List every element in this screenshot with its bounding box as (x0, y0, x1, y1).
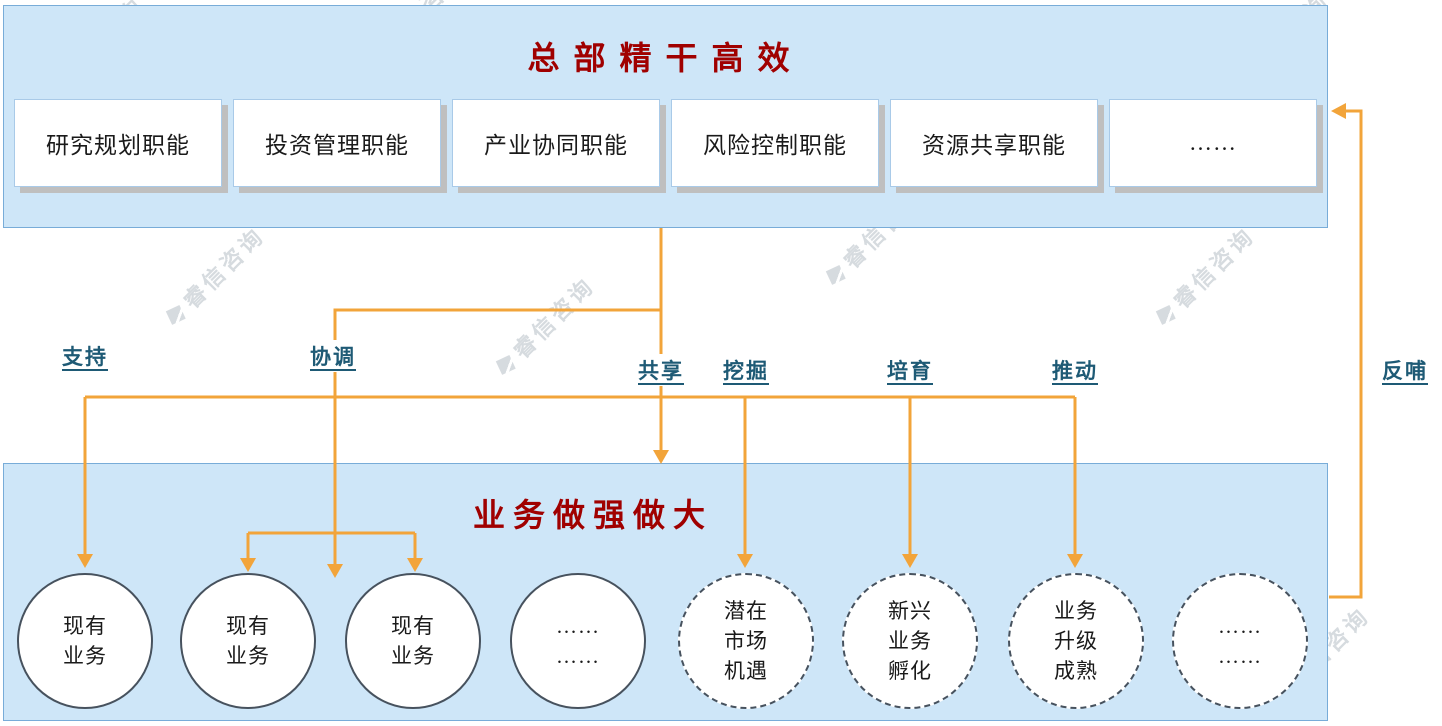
headquarters-title: 总部精干高效 (527, 40, 804, 76)
function-box-sharing: 资源共享职能 (890, 99, 1098, 187)
watermark: 睿信咨询 (1149, 219, 1261, 331)
circle-emerging-incubation: 新兴 业务 孵化 (842, 573, 978, 709)
function-box-ellipsis: …… (1109, 99, 1317, 187)
watermark-text: 睿信咨询 (1168, 222, 1260, 314)
function-box-risk: 风险控制职能 (671, 99, 879, 187)
arrowhead-trunk (653, 450, 669, 464)
circle-existing-business-3: 现有 业务 (345, 573, 481, 709)
circle-ellipsis-dashed: …… …… (1172, 573, 1308, 709)
watermark-logo-icon (825, 264, 846, 285)
function-box-synergy: 产业协同职能 (452, 99, 660, 187)
circle-ellipsis-solid: …… …… (510, 573, 646, 709)
watermark-logo-icon (165, 304, 186, 325)
headquarters-panel: 总部精干高效 研究规划职能 投资管理职能 产业协同职能 风险控制职能 资源共享职… (3, 5, 1328, 228)
watermark-text: 睿信咨询 (178, 222, 270, 314)
arrow-feedback (1329, 109, 1363, 599)
business-title: 业务做强做大 (472, 497, 714, 533)
label-share: 共享 (634, 354, 688, 386)
circle-potential-market: 潜在 市场 机遇 (678, 573, 814, 709)
watermark-logo-icon (495, 354, 516, 375)
label-mine: 挖掘 (719, 354, 773, 386)
label-support: 支持 (58, 340, 112, 372)
circle-existing-business-2: 现有 业务 (180, 573, 316, 709)
label-coordinate: 协调 (306, 340, 360, 372)
watermark: 睿信咨询 (489, 269, 601, 381)
function-box-row: 研究规划职能 投资管理职能 产业协同职能 风险控制职能 资源共享职能 …… (14, 99, 1317, 187)
label-cultivate: 培育 (883, 354, 937, 386)
arrowhead-feedback (1331, 103, 1346, 119)
watermark-logo-icon (1155, 304, 1176, 325)
label-feedback: 反哺 (1378, 354, 1432, 386)
function-box-investment: 投资管理职能 (233, 99, 441, 187)
watermark-text: 睿信咨询 (508, 272, 600, 364)
circle-existing-business-1: 现有 业务 (17, 573, 153, 709)
function-box-research: 研究规划职能 (14, 99, 222, 187)
watermark: 睿信咨询 (159, 219, 271, 331)
circle-upgrade-mature: 业务 升级 成熟 (1008, 573, 1144, 709)
label-push: 推动 (1048, 354, 1102, 386)
